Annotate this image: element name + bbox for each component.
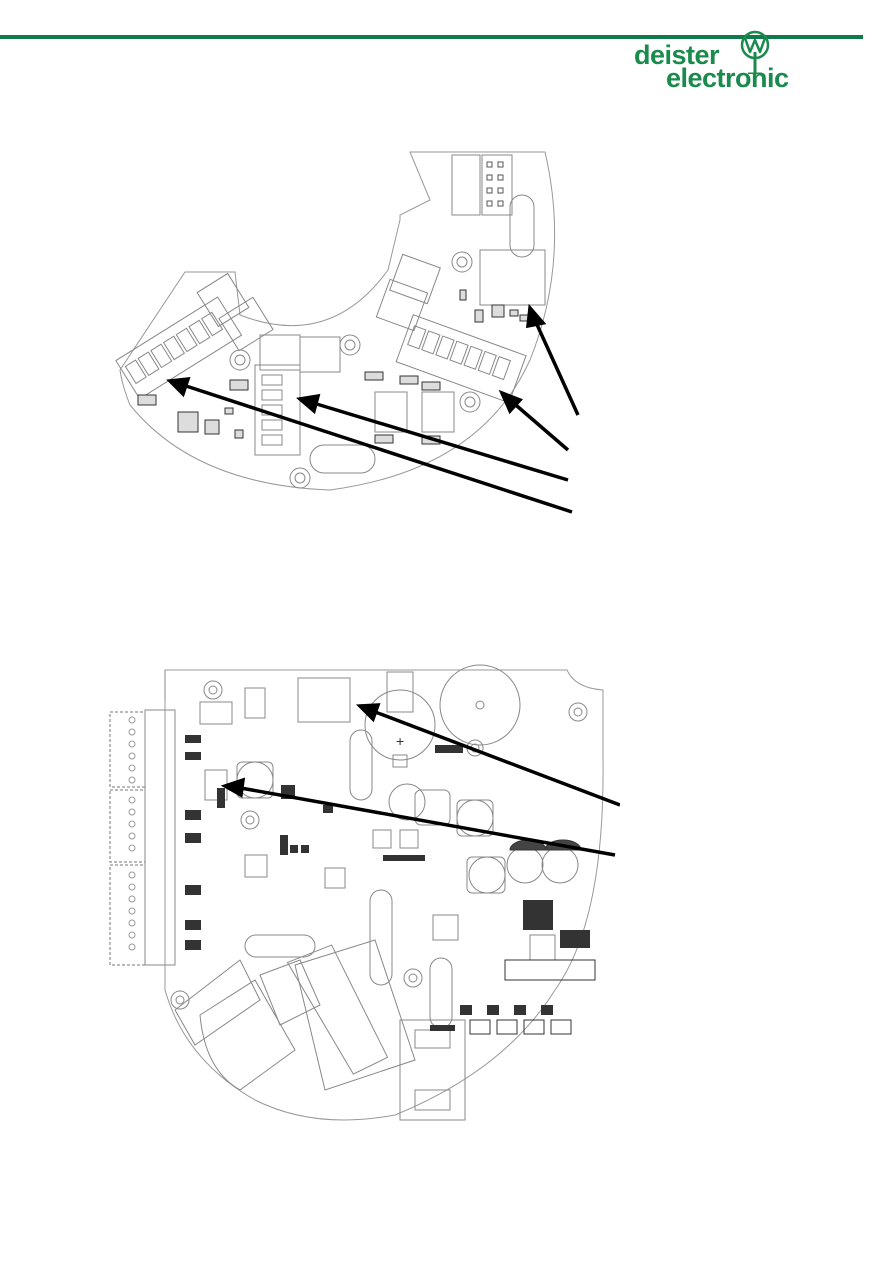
- pcb-bottom-view: +: [105, 660, 620, 1130]
- deister-electronic-logo: deister electronic: [630, 30, 800, 95]
- pcb-top-view: [100, 140, 600, 520]
- deister-antenna-icon: [734, 30, 776, 74]
- svg-text:+: +: [396, 733, 404, 749]
